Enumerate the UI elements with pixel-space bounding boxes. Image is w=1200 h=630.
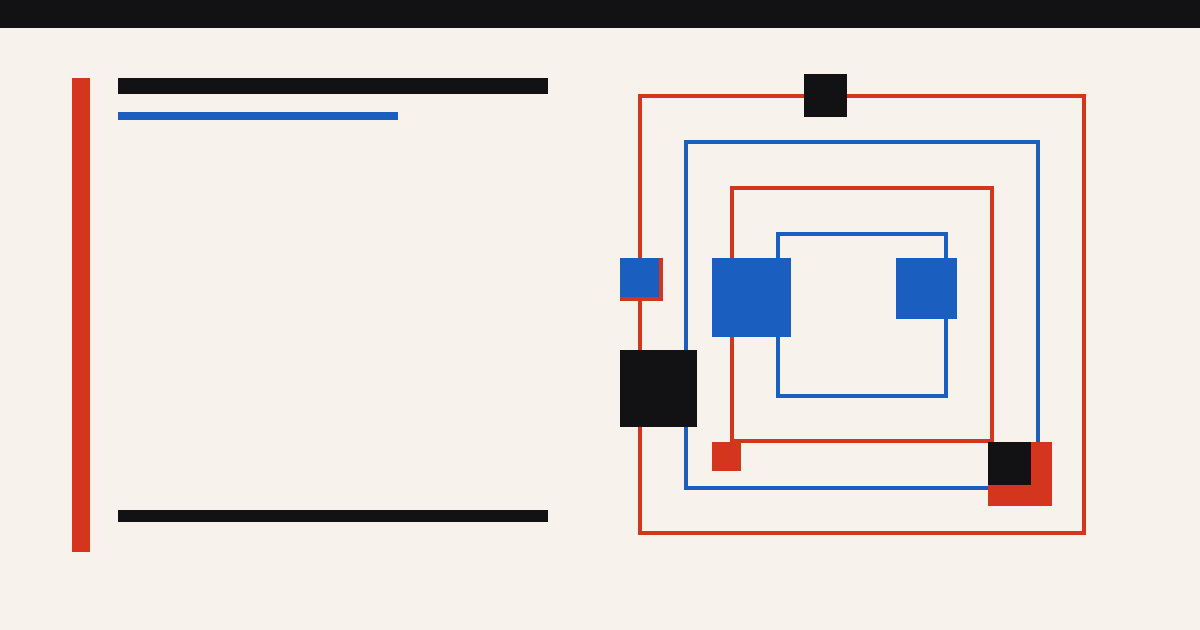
footer-bar-placeholder — [118, 510, 548, 522]
top-bar — [0, 0, 1200, 28]
accent-rule — [72, 78, 90, 552]
block-black-top — [804, 74, 847, 117]
block-black-left — [620, 350, 697, 427]
block-blue-left-large — [712, 258, 791, 337]
block-black-lower-right — [988, 442, 1031, 485]
block-blue-right — [896, 258, 957, 319]
block-red-lower-small — [712, 442, 741, 471]
frame-outer-red — [638, 94, 1086, 535]
frame-blue-1 — [684, 140, 1040, 490]
subtitle-bar-placeholder — [118, 112, 398, 120]
block-blue-left-small — [620, 258, 659, 297]
title-bar-placeholder — [118, 78, 548, 94]
